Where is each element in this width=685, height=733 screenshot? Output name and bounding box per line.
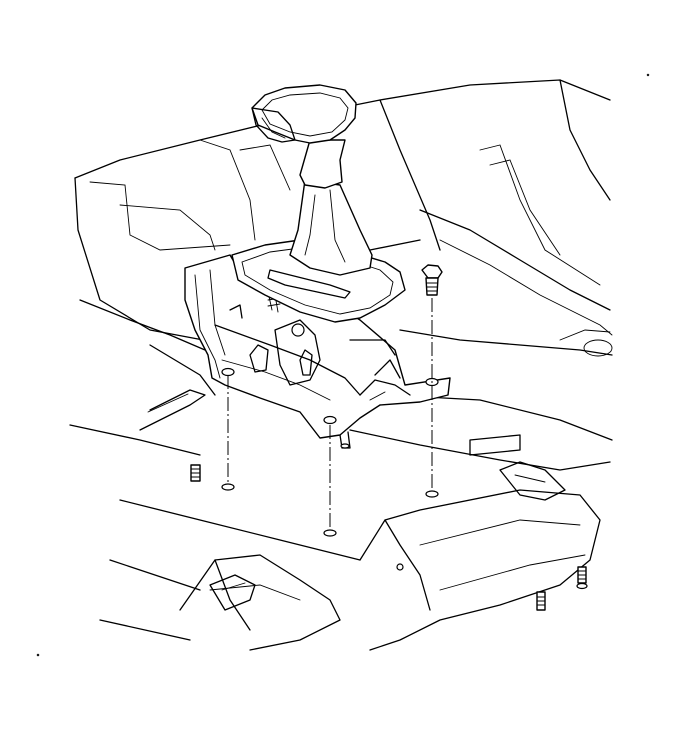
lower-frame (149, 344, 601, 651)
stud-left (190, 464, 201, 482)
stud-right-2 (576, 566, 588, 590)
gear-shift-knob (251, 84, 357, 189)
stud-right-1 (536, 591, 546, 611)
mounting-bolt (421, 264, 443, 296)
center-lines (227, 298, 433, 530)
speck (36, 653, 40, 657)
shifter-bracket (184, 254, 451, 449)
speck (646, 73, 650, 77)
floor-holes (221, 483, 439, 537)
shift-boot (289, 179, 373, 276)
floor-pan (69, 79, 613, 641)
